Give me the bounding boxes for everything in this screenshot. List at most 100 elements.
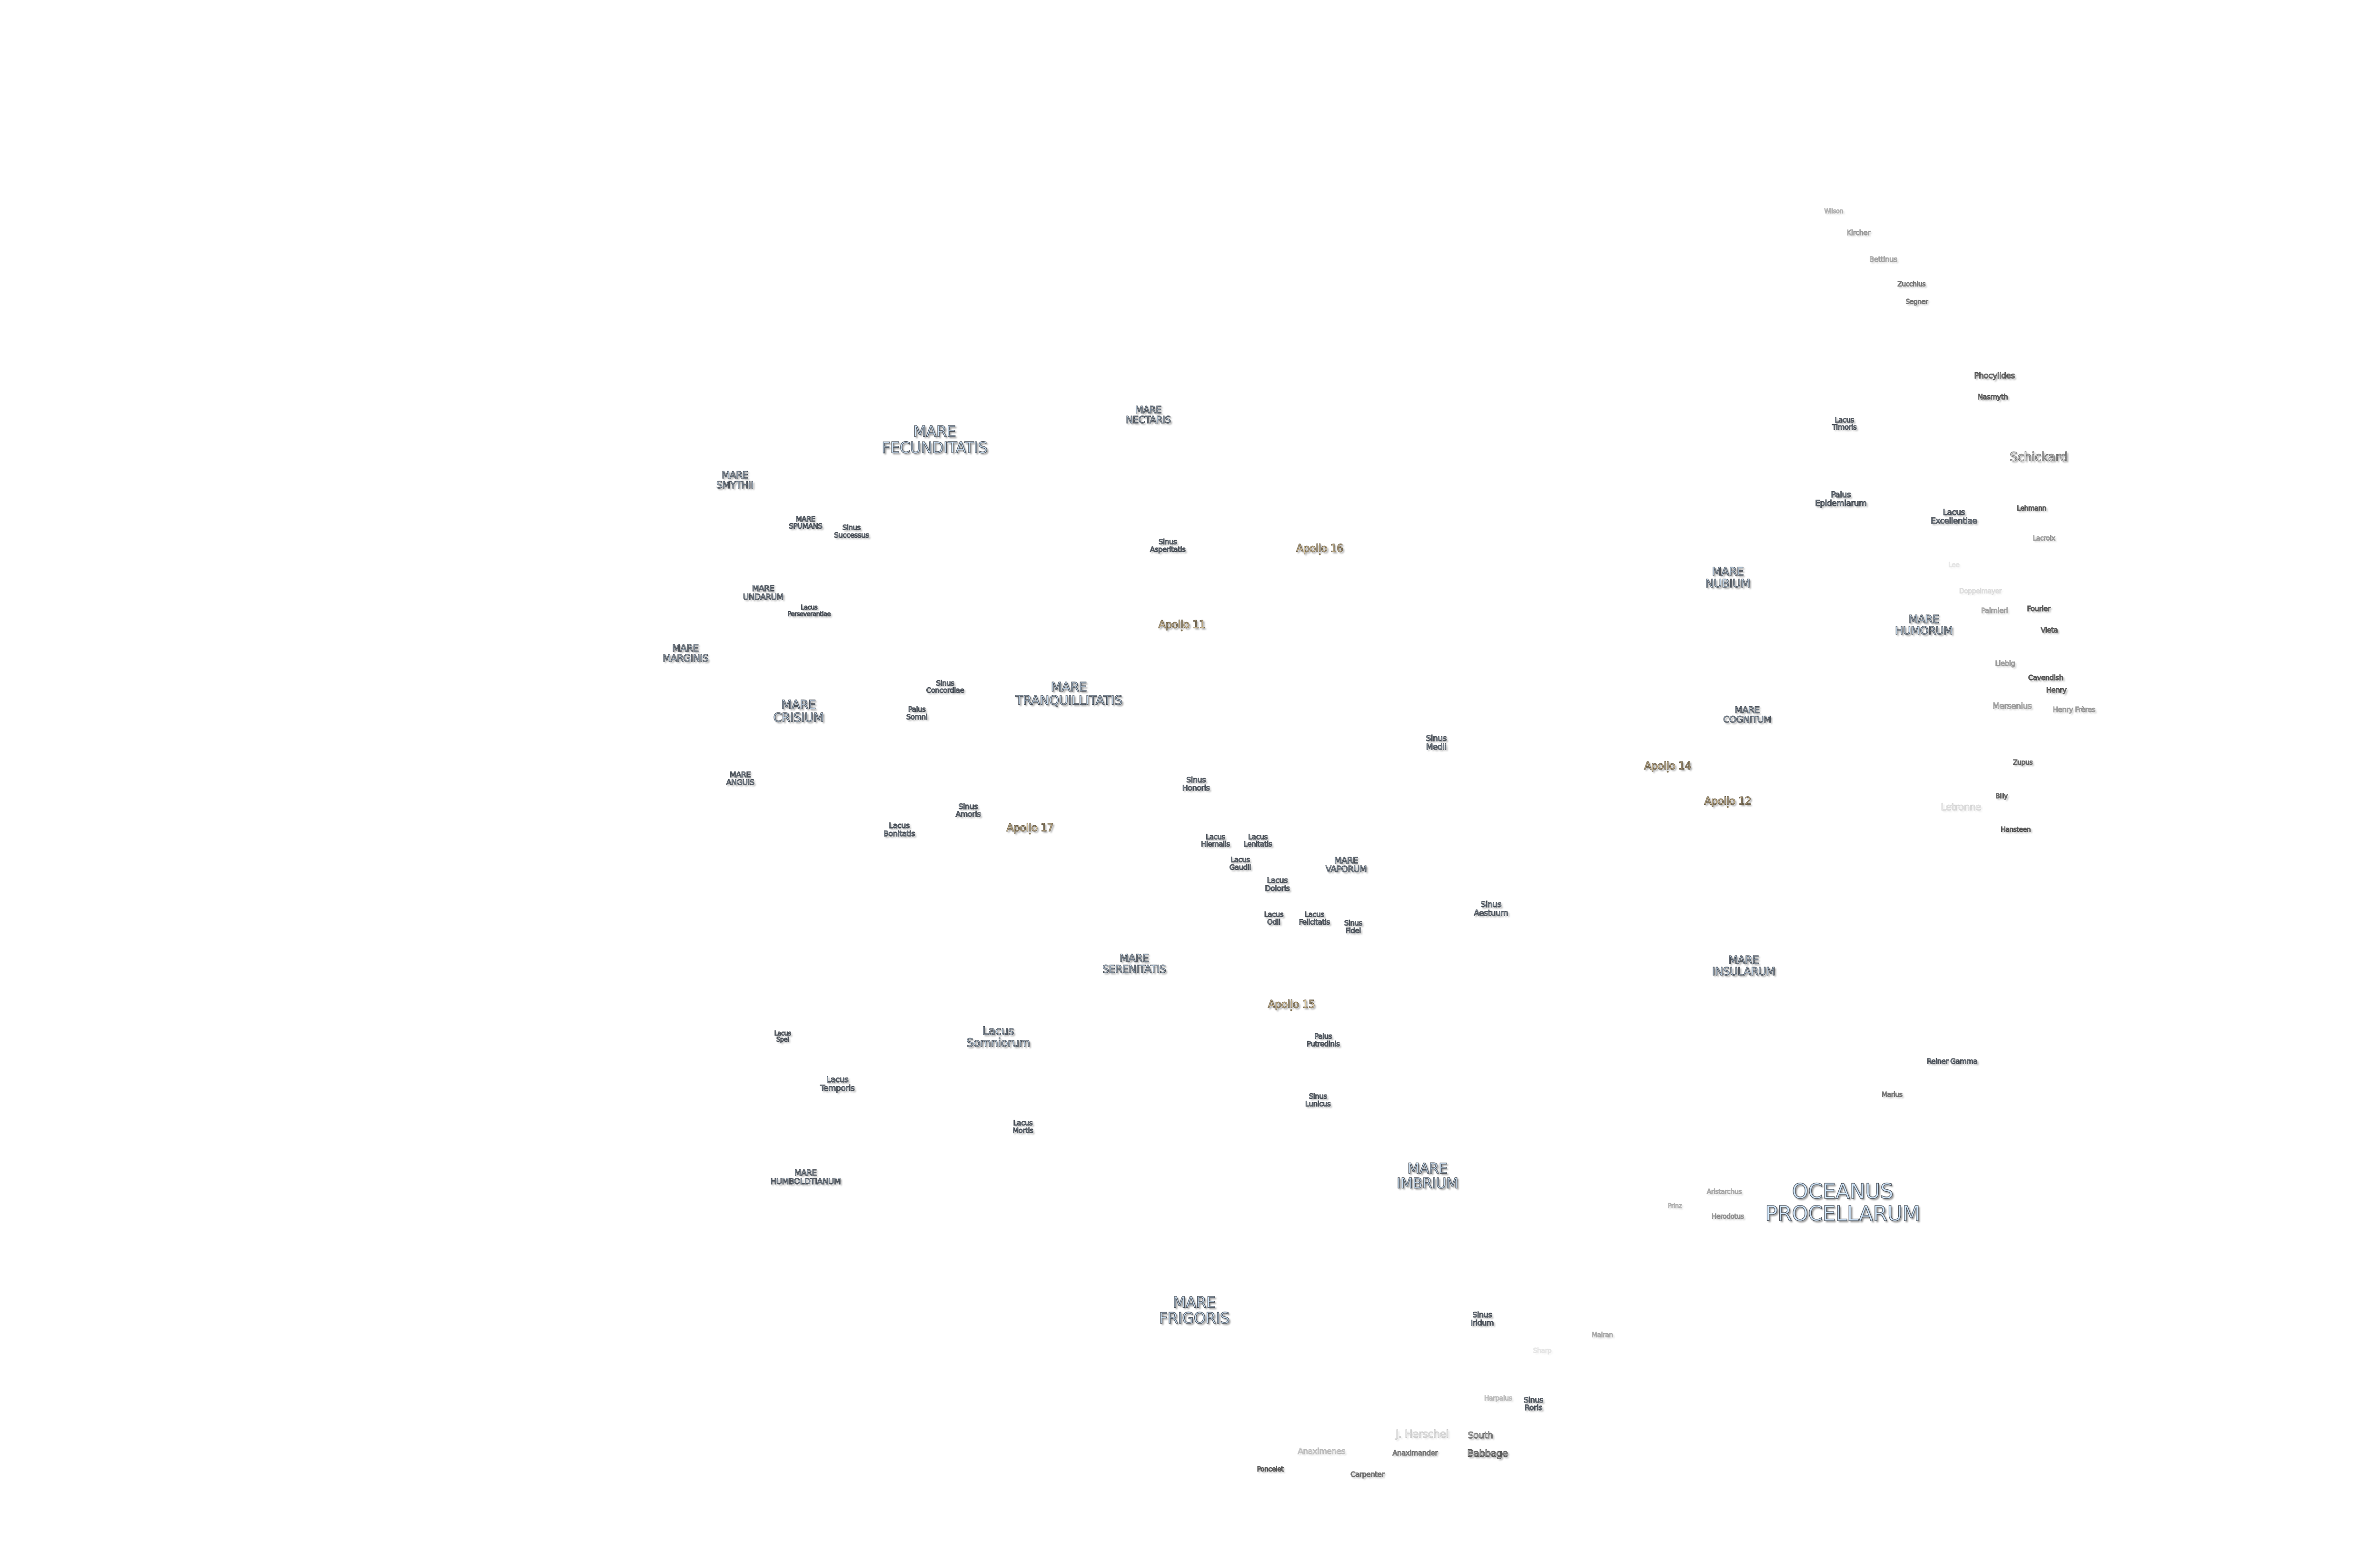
crater-label-name: Anaximander [1392,1449,1438,1458]
apollo-site-label-name: Apollo 11 [1158,619,1206,631]
mare-label-lacus-doloris[interactable]: Lacus Doloris [1265,876,1290,893]
mare-label-sinus-lunicus[interactable]: Sinus Lunicus [1305,1092,1331,1108]
mare-label-mare-undarum[interactable]: MARE UNDARUM [743,584,784,602]
mare-label-mare-cognitum[interactable]: MARE COGNITUM [1723,705,1772,725]
apollo-site-label-apollo-12[interactable]: Apollo 12 [1704,796,1752,808]
crater-label-poncelet[interactable]: Poncelet [1257,1466,1284,1473]
mare-label-sinus-fidei[interactable]: Sinus Fidei [1344,919,1363,935]
crater-label-segner[interactable]: Segner [1905,298,1928,306]
crater-label-j-herschel[interactable]: J. Herschel [1395,1428,1449,1441]
crater-label-aristarchus[interactable]: Aristarchus [1706,1188,1742,1196]
mare-label-lacus-mortis[interactable]: Lacus Mortis [1012,1119,1034,1135]
crater-label-henry-fr-res[interactable]: Henry Frères [2053,706,2096,714]
mare-label-mare-crisium[interactable]: MARE CRISIUM [773,698,824,725]
mare-label-mare-vaporum[interactable]: MARE VAPORUM [1325,856,1367,875]
crater-label-zucchius[interactable]: Zucchius [1897,280,1926,288]
mare-label-lacus-timoris[interactable]: Lacus Timoris [1832,416,1857,432]
crater-label-liebig[interactable]: Liebig [1995,660,2016,668]
crater-label-babbage[interactable]: Babbage [1467,1448,1508,1459]
mare-label-sinus-iridum[interactable]: Sinus Iridum [1470,1311,1494,1328]
crater-label-name: Cavendish [2028,673,2063,682]
apollo-site-label-apollo-17[interactable]: Apollo 17 [1006,822,1054,835]
crater-label-name: J. Herschel [1395,1428,1449,1441]
mare-label-sinus-asperitatis[interactable]: Sinus Asperitatis [1150,538,1186,554]
mare-label-name: MARE TRANQUILLITATIS [1015,680,1122,708]
mare-label-mare-smythii[interactable]: MARE SMYTHII [716,470,754,490]
crater-label-harpalus[interactable]: Harpalus [1484,1395,1512,1403]
crater-label-herodotus[interactable]: Herodotus [1711,1213,1744,1221]
mare-label-sinus-honoris[interactable]: Sinus Honoris [1182,776,1210,792]
crater-label-palmieri[interactable]: Palmieri [1981,607,2008,615]
crater-label-sharp[interactable]: Sharp [1533,1347,1552,1355]
mare-label-lacus-perseverantiae[interactable]: Lacus Perseverantiae [787,604,831,618]
crater-label-henry[interactable]: Henry [2046,686,2067,694]
crater-label-lacroix[interactable]: Lacroix [2033,535,2055,543]
mare-label-mare-anguis[interactable]: MARE ANGUIS [726,770,755,787]
crater-label-marius[interactable]: Marius [1881,1091,1903,1099]
apollo-site-label-apollo-14[interactable]: Apollo 14 [1644,761,1692,773]
mare-label-lacus-somniorum[interactable]: Lacus Somniorum [966,1024,1031,1049]
crater-label-cavendish[interactable]: Cavendish [2028,674,2063,682]
apollo-site-label-apollo-11[interactable]: Apollo 11 [1158,619,1206,632]
crater-label-carpenter[interactable]: Carpenter [1350,1471,1385,1479]
mare-label-lacus-gaudii[interactable]: Lacus Gaudii [1229,856,1251,871]
crater-label-schickard[interactable]: Schickard [2009,450,2068,464]
mare-label-sinus-concordiae[interactable]: Sinus Concordiae [926,679,964,695]
mare-label-name: MARE ANGUIS [726,770,755,787]
crater-label-fourier[interactable]: Fourier [2027,605,2051,613]
mare-label-mare-marginis[interactable]: MARE MARGINIS [663,643,709,663]
apollo-site-label-apollo-15[interactable]: Apollo 15 [1268,999,1315,1011]
mare-label-sinus-amoris[interactable]: Sinus Amoris [955,802,981,819]
crater-label-lee[interactable]: Lee [1948,561,1960,569]
mare-label-lacus-bonitatis[interactable]: Lacus Bonitatis [883,821,915,839]
mare-label-mare-frigoris[interactable]: MARE FRIGORIS [1159,1294,1230,1326]
mare-label-mare-nectaris[interactable]: MARE NECTARIS [1126,405,1171,425]
crater-label-vieta[interactable]: Vieta [2041,626,2059,634]
crater-label-letronne[interactable]: Letronne [1941,801,1982,812]
crater-label-mairan[interactable]: Mairan [1591,1331,1613,1339]
mare-label-mare-imbrium[interactable]: MARE IMBRIUM [1396,1161,1458,1192]
mare-label-lacus-hiemalis[interactable]: Lacus Hiemalis [1200,832,1230,849]
mare-label-mare-serenitatis[interactable]: MARE SERENITATIS [1102,953,1166,976]
crater-label-south[interactable]: South [1468,1431,1493,1441]
mare-label-palus-putredinis[interactable]: Palus Putredinis [1306,1032,1340,1048]
crater-label-phocylides[interactable]: Phocylides [1974,371,2015,381]
mare-label-mare-humboldtianum[interactable]: MARE HUMBOLDTIANUM [770,1169,841,1187]
crater-label-lehmann[interactable]: Lehmann [2017,505,2047,513]
crater-label-zupus[interactable]: Zupus [2013,759,2033,767]
mare-label-lacus-temporis[interactable]: Lacus Temporis [820,1075,855,1093]
mare-label-lacus-excellentiae[interactable]: Lacus Excellentiae [1930,508,1977,526]
mare-label-mare-spumans[interactable]: MARE SPUMANS [789,514,823,531]
mare-label-mare-tranquillitatis[interactable]: MARE TRANQUILLITATIS [1015,680,1122,708]
mare-label-sinus-medii[interactable]: Sinus Medii [1426,734,1447,752]
mare-label-reiner-gamma[interactable]: Reiner Gamma [1926,1057,1978,1066]
crater-label-name: Doppelmayer [1959,587,2002,595]
crater-label-kircher[interactable]: Kircher [1846,229,1871,237]
mare-label-palus-epidemiarum[interactable]: Palus Epidemiarum [1815,491,1867,508]
mare-label-lacus-spei[interactable]: Lacus Spei [774,1030,792,1043]
crater-label-bettinus[interactable]: Bettinus [1869,255,1898,264]
mare-label-palus-somni[interactable]: Palus Somni [906,705,928,722]
mare-label-sinus-aestuum[interactable]: Sinus Aestuum [1474,900,1509,918]
mare-label-mare-fecunditatis[interactable]: MARE FECUNDITATIS [882,423,988,456]
mare-label-lacus-lenitatis[interactable]: Lacus Lenitatis [1243,832,1272,849]
crater-label-anaximenes[interactable]: Anaximenes [1298,1447,1346,1456]
mare-label-lacus-odii[interactable]: Lacus Odii [1264,910,1284,926]
mare-label-lacus-felicitatis[interactable]: Lacus Felicitatis [1299,910,1330,926]
crater-label-mersenius[interactable]: Mersenius [1993,702,2033,711]
apollo-site-label-apollo-16[interactable]: Apollo 16 [1296,543,1344,555]
mare-label-sinus-roris[interactable]: Sinus Roris [1523,1395,1543,1413]
mare-label-mare-insularum[interactable]: MARE INSULARUM [1712,954,1775,978]
mare-label-oceanus-procellarum[interactable]: OCEANUS PROCELLARUM [1765,1180,1921,1225]
mare-label-mare-humorum[interactable]: MARE HUMORUM [1894,613,1953,637]
crater-label-prinz[interactable]: Prinz [1667,1203,1682,1210]
crater-label-billy[interactable]: Billy [1995,793,2008,800]
crater-label-nasmyth[interactable]: Nasmyth [1977,393,2008,401]
mare-label-sinus-successus[interactable]: Sinus Successus [834,524,870,539]
crater-label-anaximander[interactable]: Anaximander [1392,1449,1438,1458]
crater-label-hansteen[interactable]: Hansteen [2001,826,2032,834]
crater-label-doppelmayer[interactable]: Doppelmayer [1959,588,2002,595]
crater-label-wilson[interactable]: Wilson [1824,208,1844,216]
mare-label-mare-nubium[interactable]: MARE NUBIUM [1705,565,1751,590]
